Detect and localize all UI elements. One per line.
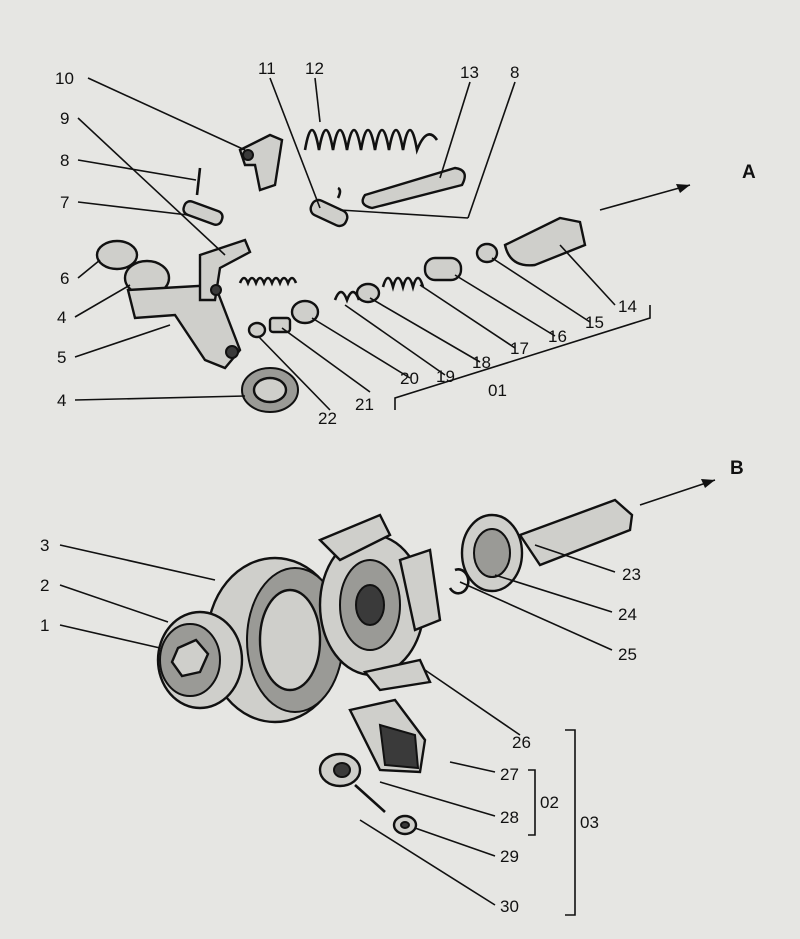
callout-17: 17 <box>510 339 529 358</box>
callout-8: 8 <box>60 151 69 170</box>
part-5-lever-body <box>126 283 242 370</box>
part-20-cap <box>290 299 320 325</box>
callout-30: 30 <box>500 897 519 916</box>
callout-2: 2 <box>40 576 49 595</box>
washer-hole <box>400 821 410 829</box>
callout-29: 29 <box>500 847 519 866</box>
callout-25: 25 <box>618 645 637 664</box>
arrow-b-head <box>701 479 715 488</box>
callout-01: 01 <box>488 381 507 400</box>
callout-21: 21 <box>355 395 374 414</box>
bracket-hole <box>242 149 254 161</box>
part-6-knob <box>95 239 139 271</box>
callout-1: 1 <box>40 616 49 635</box>
part-16-bushing <box>423 256 463 282</box>
shoe-lining <box>378 723 420 770</box>
bearing-bore <box>252 376 288 404</box>
part-10-bracket <box>238 133 284 192</box>
part-1-hex-bore <box>170 638 210 678</box>
part-7-pin <box>182 200 224 226</box>
gear-hub <box>473 528 511 578</box>
callout-16: 16 <box>548 327 567 346</box>
callout-19: 19 <box>436 367 455 386</box>
upper-assembly <box>95 128 691 413</box>
arrow-a-line <box>599 184 691 211</box>
part-5-lever-arm <box>198 238 252 302</box>
callout-03: 03 <box>580 813 599 832</box>
lever-hole <box>225 345 239 359</box>
part-14-fitting <box>503 216 587 267</box>
callout-6: 6 <box>60 269 69 288</box>
callout-7: 7 <box>60 193 69 212</box>
pivot-hole <box>333 762 351 778</box>
arrow-label-b: B <box>730 458 744 479</box>
arrow-b-line <box>639 479 716 506</box>
callout-22: 22 <box>318 409 337 428</box>
lower-assembly <box>156 479 716 836</box>
part-9-spring <box>238 276 298 287</box>
callout-5: 5 <box>57 348 66 367</box>
part-18-washer <box>355 282 381 304</box>
part-8-split-pin <box>195 167 202 196</box>
callout-26: 26 <box>512 733 531 752</box>
callout-20: 20 <box>400 369 419 388</box>
lower-leaders <box>59 544 616 916</box>
callout-24: 24 <box>618 605 637 624</box>
carrier-bore <box>355 584 385 626</box>
part-3-drum-inner <box>258 588 322 692</box>
part-21-screw <box>268 316 292 334</box>
part-15-ring <box>475 242 499 264</box>
part-17-spring <box>381 276 425 292</box>
callout-12: 12 <box>305 59 324 78</box>
part-30-bolt <box>354 784 386 813</box>
callout-14: 14 <box>618 297 637 316</box>
callout-4: 4 <box>57 308 66 327</box>
callout-15: 15 <box>585 313 604 332</box>
callout-23: 23 <box>622 565 641 584</box>
part-8-pin-upper <box>336 186 342 199</box>
part-23-shaft <box>518 498 634 567</box>
upper-leaders <box>74 77 651 411</box>
callout-02: 02 <box>540 793 559 812</box>
callout-10: 10 <box>55 69 74 88</box>
carrier-lug <box>362 658 432 692</box>
callout-27: 27 <box>500 765 519 784</box>
callout-11: 11 <box>258 59 276 78</box>
callout-13: 13 <box>460 63 479 82</box>
callout-labels: 10 9 8 7 6 4 5 4 11 12 13 8 A 14 15 16 1… <box>40 59 756 916</box>
lever-hole <box>210 284 222 296</box>
part-11-sleeve <box>309 198 349 228</box>
part-19-spring <box>333 290 361 304</box>
carrier-lug <box>317 513 392 562</box>
part-12-main-spring <box>303 128 439 155</box>
callout-18: 18 <box>472 353 491 372</box>
callout-9: 9 <box>60 109 69 128</box>
carrier-lug <box>398 548 442 632</box>
callout-28: 28 <box>500 808 519 827</box>
arrow-label-a: A <box>742 162 756 183</box>
callout-3: 3 <box>40 536 49 555</box>
part-22-washer <box>247 321 267 339</box>
callout-8-upper: 8 <box>510 63 519 82</box>
callout-4-lower: 4 <box>57 391 66 410</box>
arrow-a-head <box>676 184 690 193</box>
part-13-link-plate <box>361 166 466 210</box>
